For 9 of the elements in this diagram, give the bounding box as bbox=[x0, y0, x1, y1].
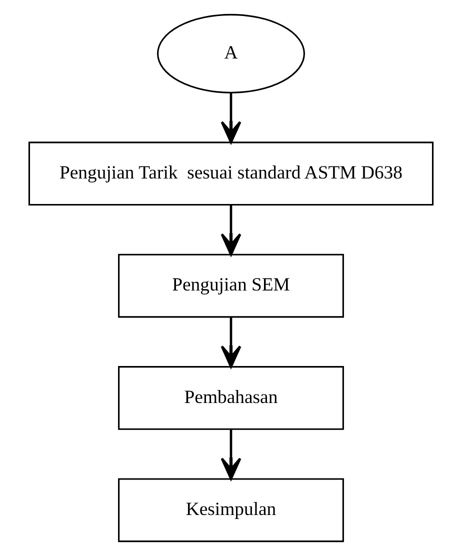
node-box: Pengujian Tarik sesuai standard ASTM D638 bbox=[28, 142, 434, 206]
node-ellipse: A bbox=[156, 14, 304, 94]
node-box: Kesimpulan bbox=[118, 478, 344, 542]
node-box: Pembahasan bbox=[118, 366, 344, 430]
arrow bbox=[220, 204, 241, 256]
node-box: Pengujian SEM bbox=[118, 254, 344, 318]
arrow bbox=[220, 429, 241, 480]
arrow bbox=[220, 317, 241, 368]
arrow bbox=[220, 92, 241, 144]
